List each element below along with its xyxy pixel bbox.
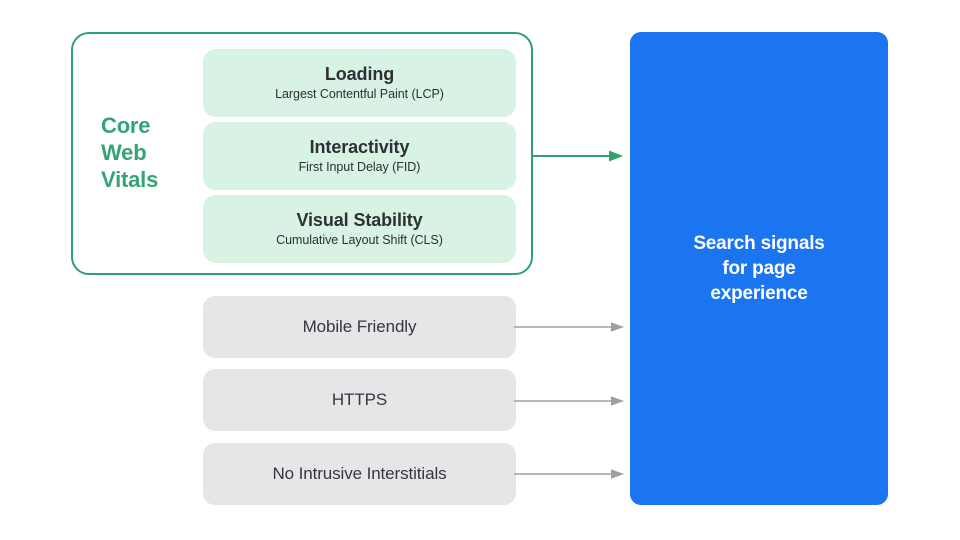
core-web-vitals-arrow-icon — [531, 148, 623, 164]
vital-title-loading: Loading — [324, 64, 395, 84]
core-web-vitals-label: Core Web Vitals — [101, 112, 196, 193]
vital-card-loading: Loading Largest Contentful Paint (LCP) — [203, 49, 516, 117]
vital-subtitle-loading: Largest Contentful Paint (LCP) — [275, 87, 444, 101]
core-web-vitals-label-line-1: Core — [101, 113, 151, 138]
core-web-vitals-label-line-2: Web — [101, 140, 147, 165]
vital-subtitle-interactivity: First Input Delay (FID) — [298, 160, 421, 174]
signal-label-https: HTTPS — [331, 390, 388, 409]
vital-title-visual-stability: Visual Stability — [296, 210, 423, 230]
vital-card-interactivity: Interactivity First Input Delay (FID) — [203, 122, 516, 190]
search-signals-line-2: for page — [722, 258, 796, 279]
mobile-friendly-arrow-icon — [514, 319, 624, 335]
core-web-vitals-label-line-3: Vitals — [101, 167, 159, 192]
search-signals-line-1: Search signals — [693, 233, 825, 254]
vital-card-visual-stability: Visual Stability Cumulative Layout Shift… — [203, 195, 516, 263]
signal-label-mobile-friendly: Mobile Friendly — [302, 317, 417, 336]
signal-box-no-intrusive-interstitials: No Intrusive Interstitials — [203, 443, 516, 505]
search-signals-panel: Search signals for page experience — [630, 32, 888, 505]
signal-label-no-intrusive-interstitials: No Intrusive Interstitials — [272, 464, 447, 483]
vital-title-interactivity: Interactivity — [309, 137, 410, 157]
search-signals-line-3: experience — [710, 283, 808, 304]
no-intrusive-interstitials-arrow-icon — [514, 466, 624, 482]
vital-subtitle-visual-stability: Cumulative Layout Shift (CLS) — [276, 233, 443, 247]
signal-box-https: HTTPS — [203, 369, 516, 431]
search-signals-panel-text: Search signals for page experience — [675, 231, 842, 306]
https-arrow-icon — [514, 393, 624, 409]
signal-box-mobile-friendly: Mobile Friendly — [203, 296, 516, 358]
